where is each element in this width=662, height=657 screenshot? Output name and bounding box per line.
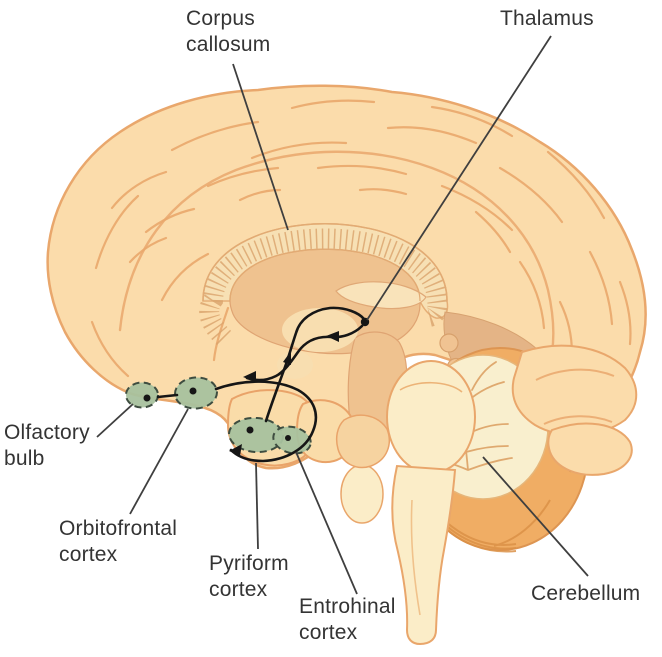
leader-olfactory-bulb <box>96 403 134 438</box>
ascending-to-thalamus <box>264 306 366 423</box>
leader-pyriform <box>255 462 259 550</box>
gyri-creases <box>90 99 632 378</box>
leader-corpus-callosum <box>232 63 289 231</box>
lateral-fissure-notch <box>208 412 229 450</box>
ventricle-slit <box>335 281 427 310</box>
olfactory-pathway <box>156 306 366 463</box>
cord-crease <box>410 499 421 616</box>
leader-orbitofrontal <box>129 408 189 515</box>
leader-thalamus <box>366 35 552 321</box>
spinal-cord <box>391 464 457 646</box>
region-dots <box>143 387 291 441</box>
tract-bulb-to-orbitofrontal <box>156 393 179 399</box>
label-olfactory-bulb: Olfactory bulb <box>4 421 90 470</box>
colliculus-upper <box>439 333 459 353</box>
medulla-bulge <box>340 464 384 524</box>
label-cerebellum: Cerebellum <box>531 582 641 605</box>
highlight-regions <box>125 376 312 455</box>
label-entrohinal-cortex: Entrohinal cortex <box>299 595 396 644</box>
arrow-into-orbitofrontal <box>243 371 256 382</box>
orbitofrontal-region <box>174 376 218 410</box>
olfactory-bulb-region <box>125 381 159 409</box>
label-orbitofrontal-cortex: Orbitofrontal cortex <box>59 517 178 566</box>
arrow-into-pyriform <box>229 444 242 456</box>
cingulate-sulcus <box>118 150 555 354</box>
leader-cerebellum <box>482 456 589 577</box>
return-to-orbitofrontal <box>245 324 364 382</box>
label-pyriform-cortex: Pyriform cortex <box>209 552 289 601</box>
leader-lines <box>96 35 589 595</box>
pons-crease <box>399 381 463 393</box>
arrow-left-return <box>326 331 339 342</box>
occipital-folds <box>511 344 638 476</box>
pathway-arrowheads <box>229 317 370 456</box>
label-corpus-callosum: Corpus callosum <box>186 7 271 56</box>
loop-around-pyriform <box>214 380 318 463</box>
leader-entrohinal <box>295 451 358 595</box>
arrow-up-to-thalamus <box>283 351 291 365</box>
label-thalamus: Thalamus <box>500 7 594 30</box>
pons <box>386 360 476 474</box>
